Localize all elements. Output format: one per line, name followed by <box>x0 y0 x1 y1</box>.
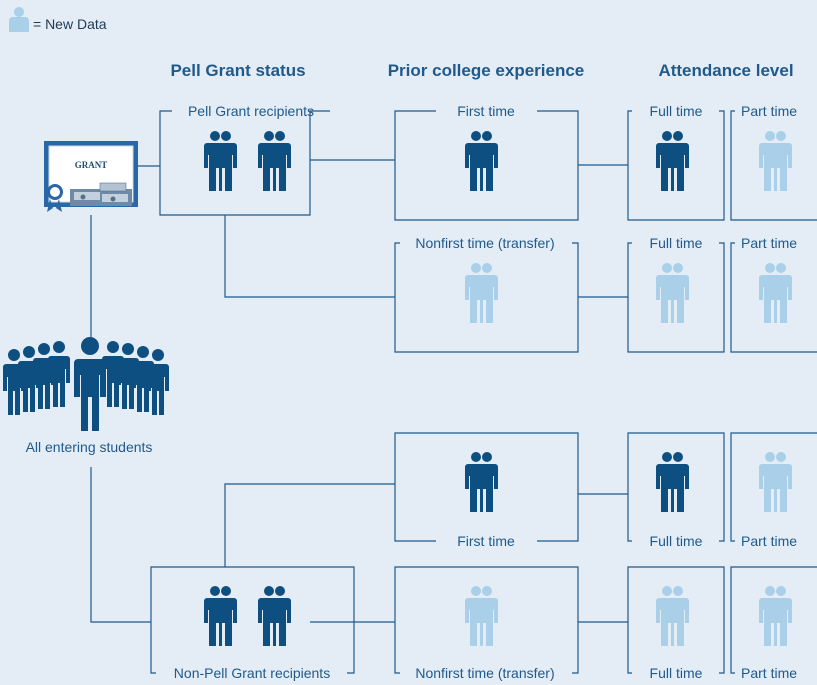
nonpell-first-full-time-label: Full time <box>650 533 703 549</box>
pell-first-full-time-label: Full time <box>650 103 703 119</box>
person-pair-icon <box>759 131 792 191</box>
nonpell-transfer-full-time-group: Full time <box>627 566 725 681</box>
legend-label: = New Data <box>33 16 107 32</box>
crowd-icon <box>3 337 169 431</box>
person-pair-icon <box>204 586 237 646</box>
person-pair-icon <box>656 586 689 646</box>
pell-transfer-label: Nonfirst time (transfer) <box>415 235 554 251</box>
person-pair-icon <box>465 263 498 323</box>
person-pair-icon <box>204 131 237 191</box>
person-pair-icon <box>759 452 792 512</box>
pell-transfer-part-time-label: Part time <box>741 235 797 251</box>
all-students-label: All entering students <box>26 439 153 455</box>
pell-transfer-full-time-label: Full time <box>650 235 703 251</box>
pell-recipients-group: Pell Grant recipients <box>159 103 330 216</box>
grant-certificate-icon: GRANT <box>44 141 138 212</box>
person-pair-icon <box>759 263 792 323</box>
person-pair-icon <box>465 131 498 191</box>
pell-transfer-group: Nonfirst time (transfer) <box>394 235 579 353</box>
pell-transfer-full-time-group: Full time <box>627 235 725 353</box>
header-pell-status: Pell Grant status <box>170 61 305 80</box>
nonpell-first-full-time-group: Full time <box>627 432 725 549</box>
nonpell-transfer-part-time-label: Part time <box>741 665 797 681</box>
nonpell-first-part-time-label: Part time <box>741 533 797 549</box>
pell-first-full-time-group: Full time <box>627 103 725 221</box>
person-pair-icon <box>656 131 689 191</box>
person-pair-icon <box>258 131 291 191</box>
nonpell-recipients-group: Non-Pell Grant recipients <box>150 566 355 681</box>
pell-first-part-time-group: Part time <box>730 103 817 221</box>
nonpell-transfer-label: Nonfirst time (transfer) <box>415 665 554 681</box>
nonpell-transfer-part-time-group: Part time <box>730 566 817 681</box>
person-pair-icon <box>656 263 689 323</box>
nonpell-first-time-group: First time <box>394 432 579 549</box>
person-pair-icon <box>258 586 291 646</box>
nonpell-transfer-group: Nonfirst time (transfer) <box>394 566 579 681</box>
header-attendance: Attendance level <box>658 61 793 80</box>
nonpell-recipients-label: Non-Pell Grant recipients <box>174 665 330 681</box>
connector-lines <box>90 159 628 623</box>
new-data-person-icon <box>9 7 29 32</box>
person-pair-icon <box>759 586 792 646</box>
pell-first-time-group: First time <box>394 103 579 221</box>
grant-label: GRANT <box>75 160 108 170</box>
pell-transfer-part-time-group: Part time <box>730 235 817 353</box>
nonpell-transfer-full-time-label: Full time <box>650 665 703 681</box>
nonpell-first-part-time-group: Part time <box>730 432 817 549</box>
person-pair-icon <box>465 586 498 646</box>
person-pair-icon <box>656 452 689 512</box>
header-prior-college: Prior college experience <box>388 61 585 80</box>
pell-first-part-time-label: Part time <box>741 103 797 119</box>
legend: = New Data <box>9 7 107 32</box>
pell-first-time-label: First time <box>457 103 515 119</box>
pell-recipients-label: Pell Grant recipients <box>188 103 314 119</box>
nonpell-first-time-label: First time <box>457 533 515 549</box>
person-pair-icon <box>465 452 498 512</box>
